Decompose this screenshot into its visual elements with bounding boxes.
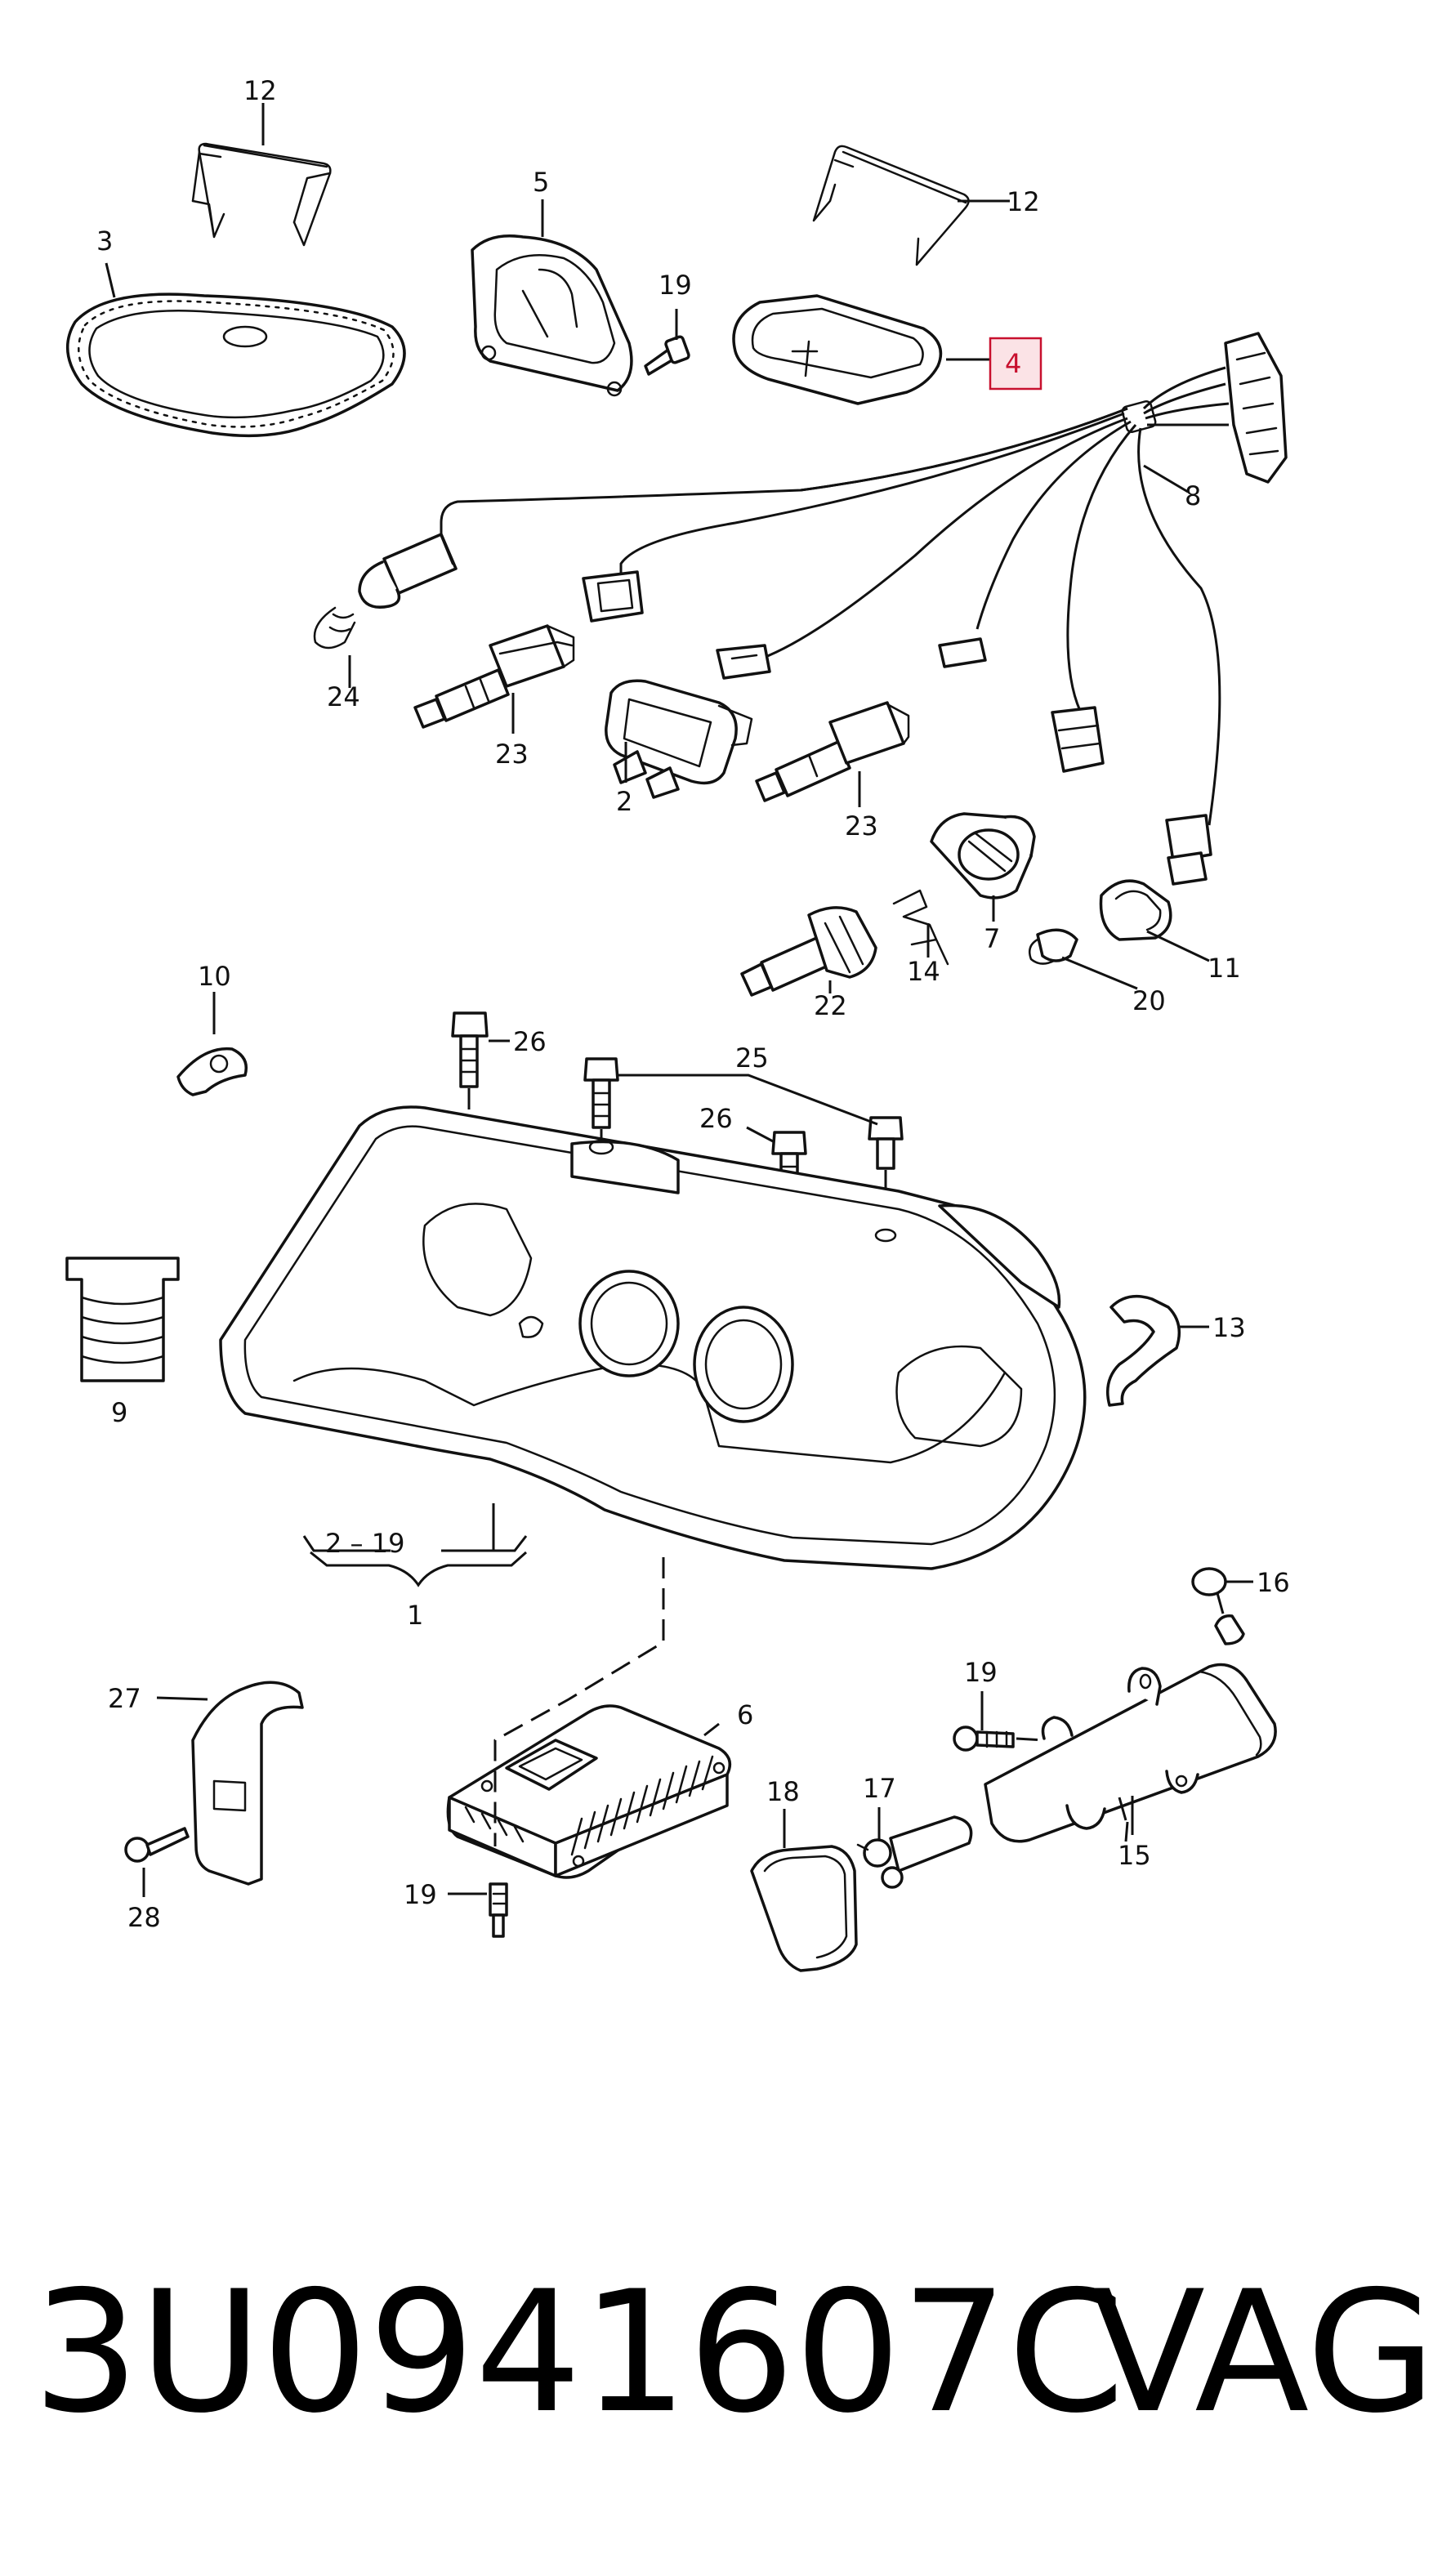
callout-12-right: 12 [1007, 186, 1040, 217]
dashed-leaders [493, 1557, 665, 1846]
callout-17: 17 [863, 1773, 896, 1804]
callout-12-left: 12 [243, 75, 277, 106]
callout-19-top: 19 [659, 270, 692, 301]
part-8-wiring-harness [440, 332, 1288, 826]
highlight-box-part-4 [989, 337, 1042, 391]
part-12-clip-right [812, 145, 970, 266]
brand-name: VAG [1091, 2256, 1436, 2450]
part-23-bulb-right [755, 701, 910, 802]
callout-26-mid: 26 [699, 1103, 733, 1134]
part-28-screw [124, 1827, 190, 1863]
part-11-socket [1099, 851, 1208, 941]
part-16-oring [1191, 1567, 1245, 1645]
part-1-headlamp-housing [219, 1105, 1087, 1570]
exploded-parts-diagram: 12 12 3 5 19 4 8 24 23 2 23 7 11 14 22 2… [65, 75, 1290, 1972]
callout-6: 6 [737, 1699, 753, 1730]
part-17-nozzle [856, 1815, 973, 1889]
callout-1: 1 [407, 1600, 423, 1631]
callout-19-mid: 19 [964, 1657, 998, 1688]
callout-26-left: 26 [513, 1026, 547, 1057]
part-20-bulb [1029, 928, 1078, 965]
part-23-bulb-left [413, 624, 575, 729]
connector-plugs [582, 570, 1212, 863]
part-7-socket [930, 812, 1036, 900]
part-19-screw-mid [953, 1726, 1047, 1752]
part-14-spring [892, 889, 949, 966]
part-12-clip-left [191, 142, 332, 247]
callout-7: 7 [984, 923, 1000, 954]
part-24-bulb [313, 533, 458, 650]
callout-16: 16 [1257, 1567, 1290, 1598]
part-9-grommet [65, 1257, 180, 1382]
callout-11: 11 [1208, 953, 1241, 984]
part-15-cylinder [984, 1663, 1277, 1843]
callout-18: 18 [766, 1776, 800, 1807]
callout-24: 24 [327, 681, 360, 712]
callout-14: 14 [907, 956, 940, 987]
part-27-bracket [191, 1681, 304, 1886]
callout-15: 15 [1118, 1840, 1151, 1871]
callout-10: 10 [198, 961, 231, 992]
part-2-adjuster [605, 679, 753, 799]
part-4-cover [732, 294, 943, 405]
part-5-frame [471, 234, 633, 397]
callout-27: 27 [108, 1683, 141, 1714]
callout-23-right: 23 [845, 810, 878, 842]
callout-20: 20 [1132, 985, 1166, 1016]
part-19-screw-top [644, 335, 690, 376]
callout-25: 25 [735, 1042, 769, 1074]
callout-3: 3 [96, 225, 113, 257]
callout-28: 28 [127, 1902, 161, 1933]
part-22-xenon-bulb [740, 906, 877, 997]
part-3-gasket [65, 292, 406, 438]
callout-5: 5 [533, 167, 549, 198]
part-13-hose [1106, 1294, 1181, 1407]
callout-8: 8 [1185, 480, 1201, 511]
part-number: 3U0941607C [33, 2256, 1125, 2450]
callout-labels: 12 12 3 5 19 4 8 24 23 2 23 7 11 14 22 2… [96, 75, 1290, 1933]
callout-2-19: 2 – 19 [325, 1528, 404, 1559]
callout-13: 13 [1212, 1312, 1246, 1343]
callout-19-bottom: 19 [404, 1879, 437, 1910]
callout-22: 22 [814, 990, 847, 1021]
leader-lines [105, 103, 1253, 1897]
part-6-ballast-unit [446, 1704, 732, 1879]
bracket-lines-1 [302, 1503, 528, 1587]
part-18-trim [750, 1845, 858, 1972]
callout-23-left: 23 [495, 739, 529, 770]
callout-2: 2 [616, 786, 632, 817]
part-10-clip [176, 1047, 248, 1096]
callout-9: 9 [111, 1397, 127, 1428]
part-19-screw-bottom [489, 1882, 508, 1938]
callout-4[interactable]: 4 [1005, 348, 1021, 379]
